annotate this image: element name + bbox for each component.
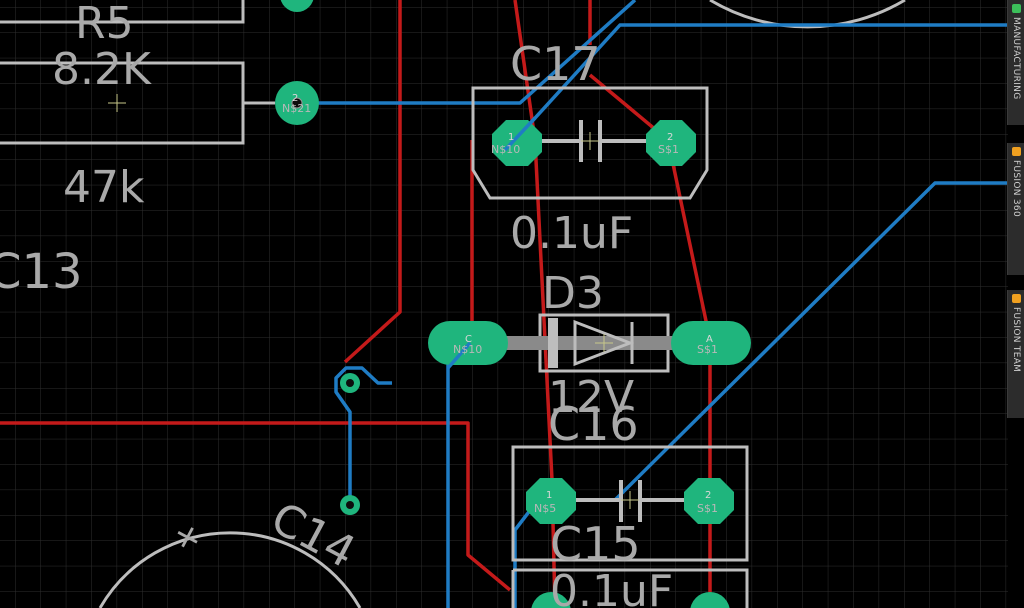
c17-pad-2[interactable] <box>646 120 696 166</box>
trace-bottom-overlap <box>503 116 537 152</box>
c17-pad-1-number: 1 <box>508 132 514 143</box>
d3-pad-a-number: C <box>465 334 472 345</box>
manufacturing-icon <box>1012 4 1021 13</box>
c13-name: C13 <box>0 244 83 300</box>
tab-manufacturing-label: MANUFACTURING <box>1011 17 1021 100</box>
c17-outline <box>471 86 709 200</box>
d3-pad-a-net: N$10 <box>453 343 482 356</box>
tab-fusion-360[interactable]: FUSION 360 <box>1007 143 1024 275</box>
r5-value: 8.2K <box>52 44 152 95</box>
pad-partial-top[interactable] <box>280 0 314 12</box>
c16-pad-1[interactable] <box>526 478 576 524</box>
c15-value: 0.1uF <box>550 566 673 608</box>
c17-value: 0.1uF <box>510 208 633 259</box>
c16-pad-2-net: S$1 <box>697 502 718 515</box>
trace-top-2[interactable] <box>0 421 512 592</box>
c16-outline <box>511 445 749 562</box>
tab-manufacturing[interactable]: MANUFACTURING <box>1007 0 1024 125</box>
c15-pad-1[interactable] <box>531 592 571 608</box>
r5-pad-2-number: 2 <box>292 93 298 104</box>
c17-pad-1-net: N$10 <box>491 143 520 156</box>
trace-top-3[interactable] <box>513 0 557 608</box>
r5-outline-top <box>0 0 245 24</box>
c14-outline <box>98 531 362 608</box>
c15-name: C15 <box>550 517 641 571</box>
trace-bottom-5[interactable] <box>334 366 392 505</box>
d3-pad-b-net: S$1 <box>697 343 718 356</box>
trace-bottom-1[interactable] <box>297 0 637 105</box>
c17-pad-2-number: 2 <box>667 132 673 143</box>
r5-pad-2[interactable] <box>275 81 319 125</box>
trace-bottom-2[interactable] <box>513 23 1008 142</box>
d3-name: D3 <box>542 268 604 319</box>
c16-pad-2-number: 2 <box>705 490 711 501</box>
tab-fusion-360-label: FUSION 360 <box>1011 160 1021 217</box>
tab-fusion-team-label: FUSION TEAM <box>1011 307 1021 373</box>
c16-pad-1-number: 1 <box>546 490 552 501</box>
silkscreen-circle-top <box>709 0 906 29</box>
fusion-360-icon <box>1012 147 1021 156</box>
c16-pad-2[interactable] <box>684 478 734 524</box>
c15-pad-2[interactable] <box>690 592 730 608</box>
d3-pad-b-number: A <box>706 334 713 345</box>
c16-symbol <box>570 480 690 522</box>
r-47k-value: 47k <box>63 162 145 213</box>
c15-outline <box>513 568 749 608</box>
c16-pad-1-net: N$5 <box>534 502 556 515</box>
d3-pad-b[interactable] <box>671 321 751 365</box>
d3-value: 12V <box>548 372 634 423</box>
c17-name: C17 <box>510 37 601 91</box>
c17-pad-2-net: S$1 <box>658 143 679 156</box>
origin-markers <box>108 94 639 509</box>
c16-name: C16 <box>548 397 639 451</box>
trace-bottom-overlap-2 <box>446 341 472 370</box>
r5-pad-2-net: N$21 <box>282 102 311 115</box>
tab-fusion-team[interactable]: FUSION TEAM <box>1007 290 1024 418</box>
r5-name: R5 <box>75 0 134 49</box>
c14-via-top[interactable] <box>340 373 360 393</box>
pads <box>275 0 751 608</box>
fusion-team-icon <box>1012 294 1021 303</box>
side-panel: MANUFACTURING FUSION 360 FUSION TEAM <box>1007 0 1024 608</box>
c14-via-bottom[interactable] <box>340 495 360 515</box>
c17-pad-1[interactable] <box>492 120 542 166</box>
